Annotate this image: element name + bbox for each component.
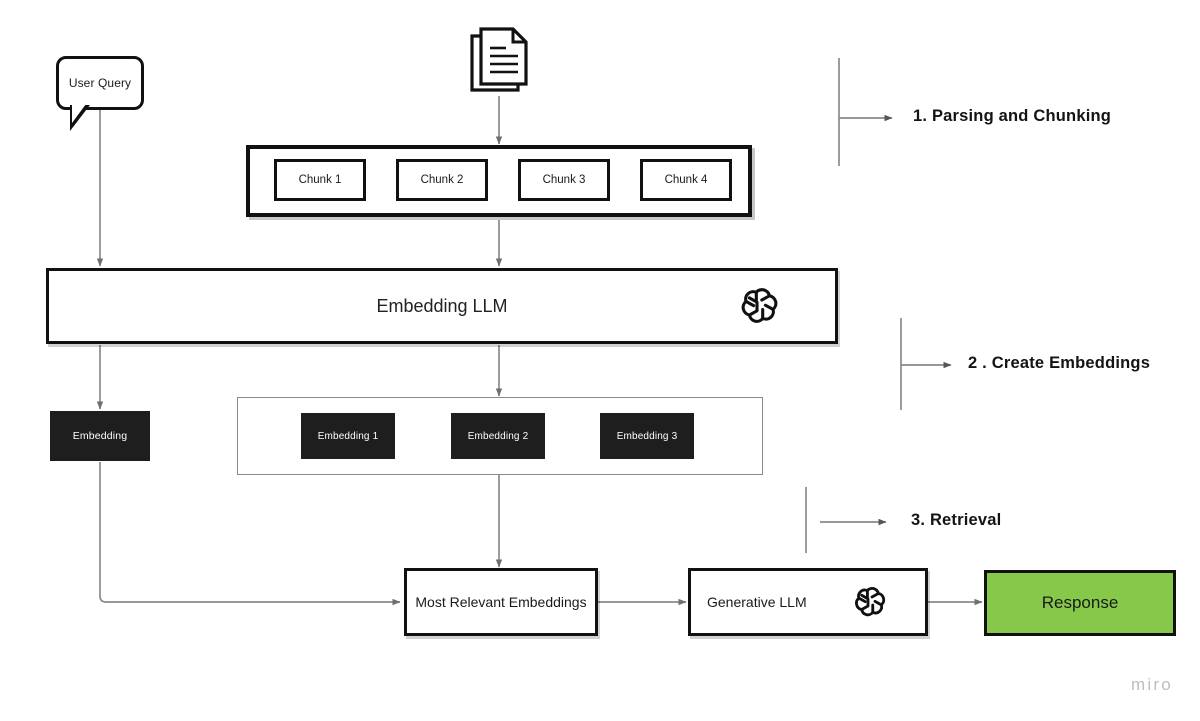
response-box[interactable]: Response [984,570,1176,636]
chunk-label: Chunk 2 [420,174,464,186]
chunk-label: Chunk 4 [664,174,708,186]
embedding-llm-bar[interactable]: Embedding LLM [46,268,838,344]
embedding-box-2[interactable]: Embedding 2 [451,413,545,459]
embedding-box-1[interactable]: Embedding 1 [301,413,395,459]
chunk-box-1[interactable]: Chunk 1 [274,159,366,201]
most-relevant-label: Most Relevant Embeddings [415,594,587,610]
step-label-1: 1. Parsing and Chunking [913,107,1112,125]
chunk-label: Chunk 1 [298,174,342,186]
generative-llm-box[interactable]: Generative LLM [688,568,928,636]
most-relevant-embeddings-box[interactable]: Most Relevant Embeddings [404,568,598,636]
embedding-label: Embedding 1 [317,430,379,442]
user-query-label: User Query [68,76,132,90]
user-query-bubble[interactable]: User Query [56,56,144,110]
chunk-box-2[interactable]: Chunk 2 [396,159,488,201]
embedding-label: Embedding 2 [467,430,529,442]
generative-llm-label: Generative LLM [707,594,807,610]
query-embedding-box[interactable]: Embedding [50,411,150,461]
embedding-llm-label: Embedding LLM [376,295,508,316]
openai-logo-icon [848,582,888,622]
step-label-3: 3. Retrieval [911,511,1002,529]
embedding-box-3[interactable]: Embedding 3 [600,413,694,459]
embedding-label: Embedding 3 [616,430,678,442]
chunk-box-3[interactable]: Chunk 3 [518,159,610,201]
document-stack-icon [468,24,532,96]
step-label-2: 2 . Create Embeddings [968,354,1151,372]
wire-query-embedding-to-most-relevant [99,462,401,606]
query-embedding-label: Embedding [72,430,128,442]
miro-watermark: miro [1131,675,1173,694]
chunk-label: Chunk 3 [542,174,586,186]
openai-logo-icon [733,282,781,330]
response-label: Response [1041,593,1119,612]
chunk-box-4[interactable]: Chunk 4 [640,159,732,201]
user-query-bubble-tail-inner [72,104,86,123]
